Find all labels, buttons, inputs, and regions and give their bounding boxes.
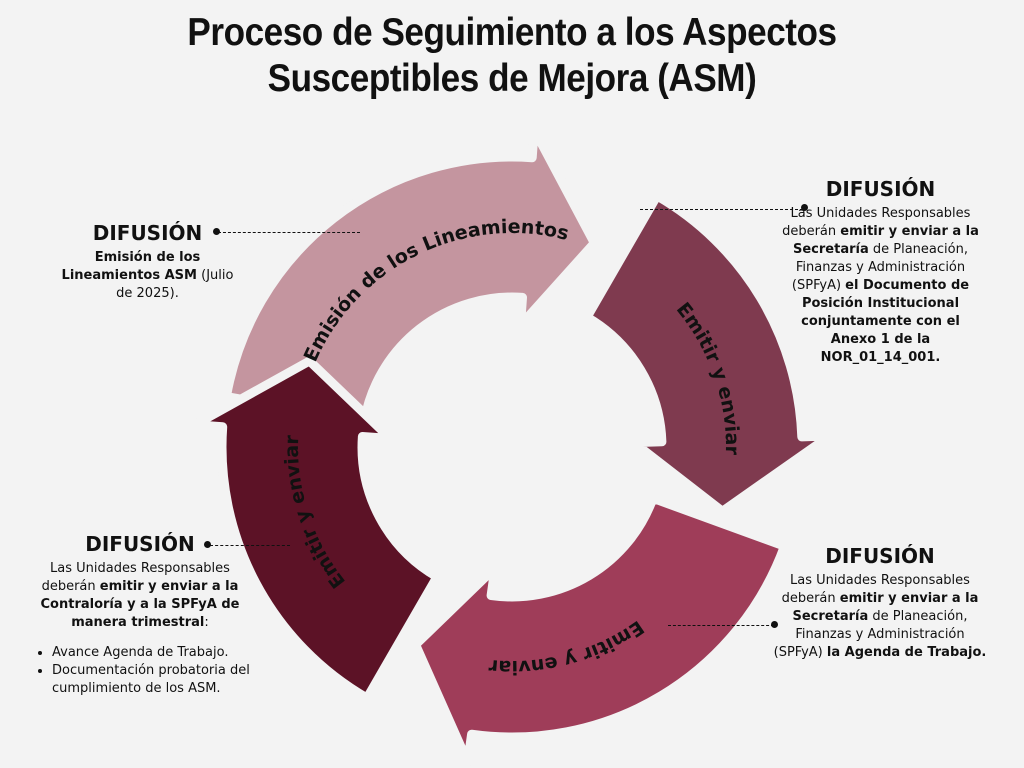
text-run: Emisión de los Lineamientos ASM bbox=[61, 250, 201, 283]
title-line-1: Proceso de Seguimiento a los Aspectos bbox=[187, 11, 837, 54]
block-heading: DIFUSIÓN bbox=[825, 177, 936, 201]
info-block-top-left: DIFUSIÓN Emisión de los Lineamientos ASM… bbox=[60, 221, 235, 303]
text-run: de Planeación, Finanzas y Administración… bbox=[773, 609, 968, 660]
connector-line bbox=[640, 209, 803, 210]
list-item: Documentación probatoria del cumplimient… bbox=[52, 662, 258, 698]
text-run: Las Unidades Responsables deberán bbox=[782, 206, 971, 239]
connector-line bbox=[668, 625, 774, 626]
info-block-top-right: DIFUSIÓN Las Unidades Responsables deber… bbox=[778, 177, 983, 367]
block-heading: DIFUSIÓN bbox=[85, 532, 195, 556]
block-heading: DIFUSIÓN bbox=[825, 544, 935, 568]
list-item: Avance Agenda de Trabajo. bbox=[52, 644, 258, 662]
info-block-bottom-right: DIFUSIÓN Las Unidades Responsables deber… bbox=[770, 544, 990, 662]
connector-dot bbox=[213, 228, 220, 235]
connector-line bbox=[210, 545, 290, 546]
text-run: la Agenda de Trabajo. bbox=[826, 645, 987, 660]
page-title: Proceso de Seguimiento a los Aspectos Su… bbox=[51, 10, 973, 102]
arrow-stage-2 bbox=[582, 191, 835, 516]
arrow-stage-4 bbox=[190, 356, 442, 703]
text-run: de Planeación, Finanzas y Administración… bbox=[791, 242, 968, 293]
text-run: Las Unidades Responsables deberán bbox=[781, 573, 970, 606]
connector-dot bbox=[771, 621, 778, 628]
connector-dot bbox=[801, 204, 808, 211]
connector-line bbox=[218, 232, 360, 233]
text-run: Las Unidades Responsables deberán bbox=[41, 561, 230, 594]
block-heading: DIFUSIÓN bbox=[92, 221, 203, 245]
text-run: emitir y enviar a la Secretaría bbox=[792, 591, 979, 624]
text-run: emitir y enviar a la Secretaría bbox=[793, 224, 979, 257]
text-run: (Julio de 2025). bbox=[116, 268, 234, 301]
arrow-stage-3 bbox=[411, 493, 789, 767]
arrow-stage-1 bbox=[221, 125, 599, 426]
title-line-2: Susceptibles de Mejora (ASM) bbox=[267, 57, 757, 100]
connector-dot bbox=[204, 541, 211, 548]
text-run: el Documento de Posición Institucional c… bbox=[801, 278, 970, 365]
info-block-bottom-left: DIFUSIÓN Las Unidades Responsables deber… bbox=[22, 532, 258, 698]
text-run: : bbox=[204, 615, 209, 630]
text-run: emitir y enviar a la Contraloría y a la … bbox=[40, 579, 240, 630]
deliverables-list: Avance Agenda de Trabajo. Documentación … bbox=[22, 644, 258, 698]
